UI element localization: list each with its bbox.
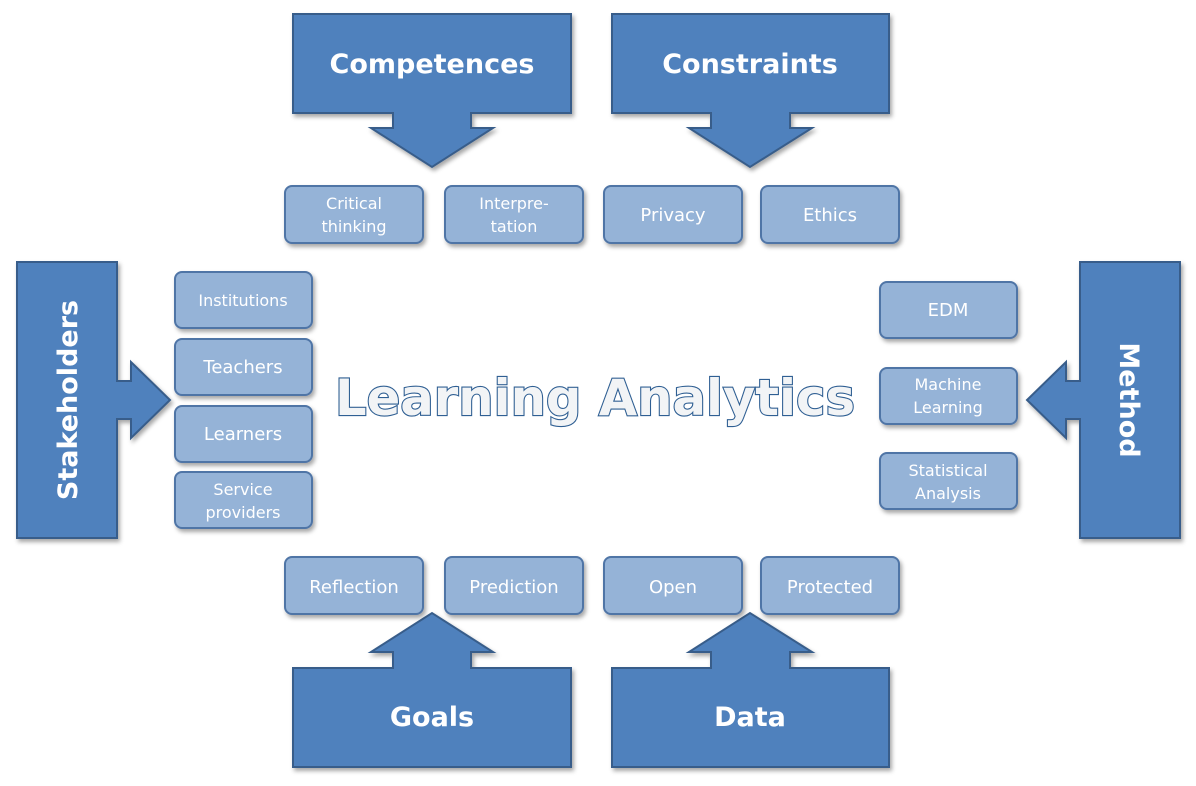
item-critical-thinking-line2: thinking xyxy=(321,217,386,236)
item-edm: EDM xyxy=(879,281,1018,339)
data-arrow xyxy=(611,611,890,768)
item-open: Open xyxy=(603,556,743,615)
item-statistical-analysis-line2: Analysis xyxy=(915,484,981,503)
item-teachers-label: Teachers xyxy=(202,357,282,378)
item-service-providers-line1: Service xyxy=(213,480,272,499)
method-dimension: Method xyxy=(1025,261,1181,539)
data-label: Data xyxy=(714,702,786,733)
item-privacy: Privacy xyxy=(603,185,743,244)
item-ethics: Ethics xyxy=(760,185,900,244)
item-institutions-label: Institutions xyxy=(198,291,287,310)
stakeholders-arrow xyxy=(16,261,172,539)
stakeholders-label: Stakeholders xyxy=(53,300,84,500)
item-service-providers: Service providers xyxy=(174,471,313,529)
method-arrow xyxy=(1025,261,1181,539)
item-statistical-analysis: Statistical Analysis xyxy=(879,452,1018,510)
item-critical-thinking-line1: Critical xyxy=(326,194,382,213)
stakeholders-dimension: Stakeholders xyxy=(16,261,172,539)
item-machine-learning: Machine Learning xyxy=(879,367,1018,425)
item-protected: Protected xyxy=(760,556,900,615)
constraints-arrow xyxy=(611,13,890,169)
item-prediction-label: Prediction xyxy=(469,577,558,598)
goals-label: Goals xyxy=(390,702,474,733)
constraints-label: Constraints xyxy=(662,49,838,80)
item-service-providers-line2: providers xyxy=(206,503,281,522)
data-dimension: Data xyxy=(611,611,890,768)
item-interpretation-line1: Interpre- xyxy=(479,194,549,213)
competences-label: Competences xyxy=(330,49,535,80)
item-machine-learning-line2: Learning xyxy=(913,398,982,417)
competences-arrow xyxy=(292,13,572,169)
constraints-dimension: Constraints xyxy=(611,13,890,169)
goals-arrow xyxy=(292,611,572,768)
item-statistical-analysis-line1: Statistical xyxy=(908,461,987,480)
method-label: Method xyxy=(1113,342,1144,457)
item-critical-thinking: Critical thinking xyxy=(284,185,424,244)
item-teachers: Teachers xyxy=(174,338,313,396)
item-reflection: Reflection xyxy=(284,556,424,615)
item-interpretation: Interpre- tation xyxy=(444,185,584,244)
item-protected-label: Protected xyxy=(787,577,873,598)
goals-dimension: Goals xyxy=(292,611,572,768)
item-machine-learning-line1: Machine xyxy=(915,375,982,394)
item-open-label: Open xyxy=(649,577,697,598)
competences-dimension: Competences xyxy=(292,13,572,169)
item-edm-label: EDM xyxy=(928,300,969,321)
item-ethics-label: Ethics xyxy=(803,205,857,226)
item-privacy-label: Privacy xyxy=(640,205,706,226)
item-institutions: Institutions xyxy=(174,271,313,329)
item-learners: Learners xyxy=(174,405,313,463)
item-prediction: Prediction xyxy=(444,556,584,615)
item-interpretation-line2: tation xyxy=(491,217,538,236)
item-reflection-label: Reflection xyxy=(309,577,399,598)
diagram-title: Learning Analytics xyxy=(335,369,855,427)
item-learners-label: Learners xyxy=(204,424,282,445)
